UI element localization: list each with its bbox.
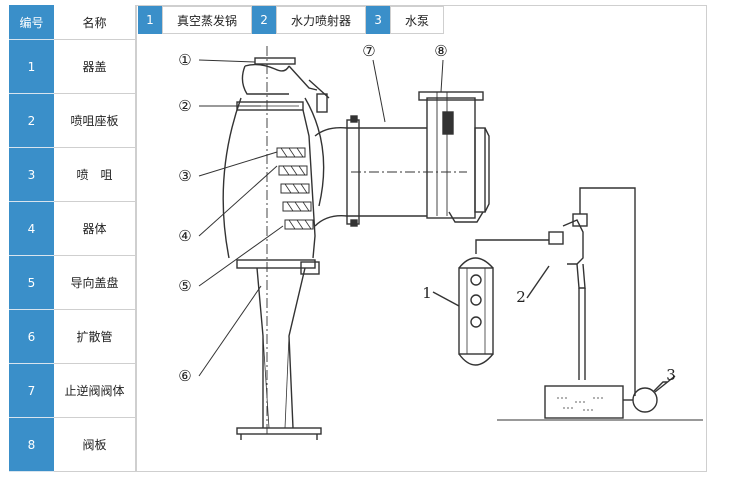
callout-2: ② (178, 97, 191, 115)
check-valve-assembly (314, 91, 490, 227)
legend-number: 2 (252, 6, 277, 34)
legend-label: 水泵 (390, 6, 445, 34)
part-name: 器体 (54, 202, 136, 256)
table-row: 8 阀板 (9, 418, 136, 472)
legend-number: 3 (366, 6, 391, 34)
table-row: 5 导向盖盘 (9, 256, 136, 310)
table-row: 4 器体 (9, 202, 136, 256)
part-number: 8 (9, 418, 54, 472)
callout-6: ⑥ (178, 367, 191, 385)
header-name: 名称 (54, 5, 136, 40)
header-number: 编号 (9, 5, 54, 40)
table-row: 3 喷 咀 (9, 148, 136, 202)
system-schematic (432, 187, 703, 421)
table-row: 1 器盖 (9, 40, 136, 94)
callout-7: ⑦ (362, 42, 375, 60)
part-name: 喷咀座板 (54, 94, 136, 148)
table-row: 2 喷咀座板 (9, 94, 136, 148)
parts-table: 编号 名称 1 器盖 2 喷咀座板 3 喷 咀 4 器体 5 导向盖盘 6 扩散… (9, 5, 136, 472)
part-name: 阀板 (54, 418, 136, 472)
table-row: 7 止逆阀阀体 (9, 364, 136, 418)
system-label-2: 2 (516, 288, 526, 306)
legend-label: 水力喷射器 (276, 6, 367, 34)
parts-table-header: 编号 名称 (9, 5, 136, 40)
system-legend: 1 真空蒸发锅 2 水力喷射器 3 水泵 (138, 6, 445, 34)
system-label-1: 1 (422, 284, 432, 302)
table-row: 6 扩散管 (9, 310, 136, 364)
part-name: 止逆阀阀体 (54, 364, 136, 418)
part-number: 2 (9, 94, 54, 148)
part-name: 器盖 (54, 40, 136, 94)
part-number: 4 (9, 202, 54, 256)
ejector-diagram: ① ② ③ ④ ⑤ ⑥ ⑦ ⑧ 1 2 3 (178, 42, 703, 440)
legend-label: 真空蒸发锅 (162, 6, 253, 34)
callout-1: ① (178, 51, 191, 69)
part-number: 6 (9, 310, 54, 364)
part-name: 喷 咀 (54, 148, 136, 202)
callout-4: ④ (178, 227, 191, 245)
part-number: 3 (9, 148, 54, 202)
callout-leaders (198, 59, 444, 377)
callout-5: ⑤ (178, 277, 191, 295)
ejector-assembly (222, 46, 330, 440)
part-name: 导向盖盘 (54, 256, 136, 310)
legend-number: 1 (138, 6, 162, 34)
part-number: 5 (9, 256, 54, 310)
part-number: 1 (9, 40, 54, 94)
callout-3: ③ (178, 167, 191, 185)
system-label-3: 3 (666, 366, 676, 384)
part-name: 扩散管 (54, 310, 136, 364)
callout-8: ⑧ (434, 42, 447, 60)
part-number: 7 (9, 364, 54, 418)
